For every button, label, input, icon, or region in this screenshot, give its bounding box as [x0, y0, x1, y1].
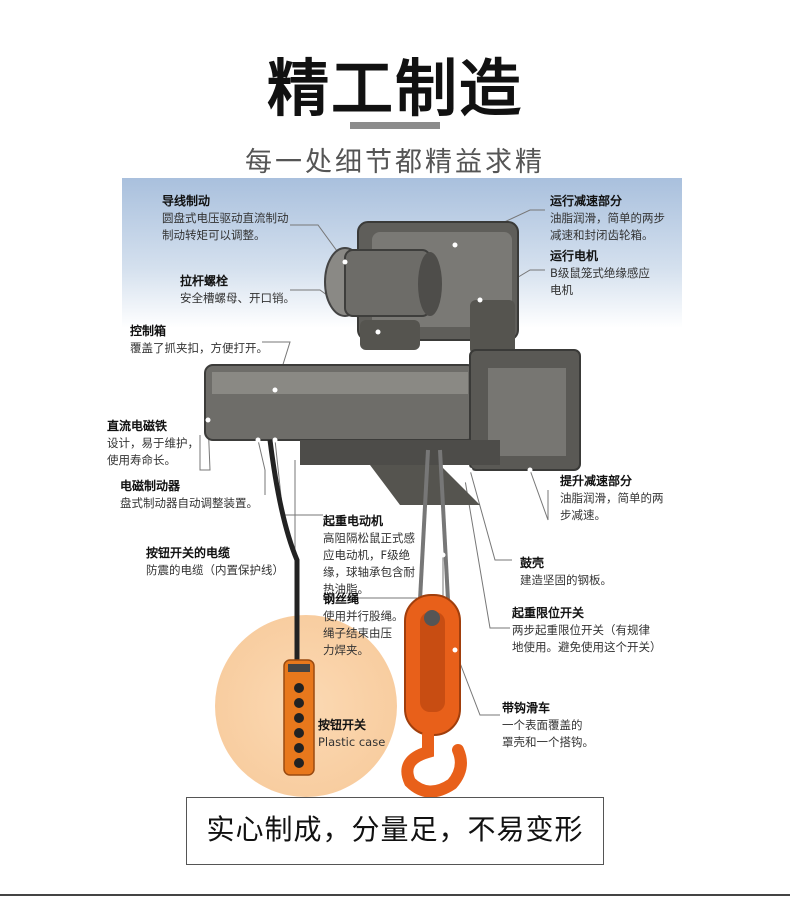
label-tie-bolt: 拉杆螺栓 安全槽螺母、开口销。 — [180, 274, 295, 305]
footer-slogan: 实心制成，分量足，不易变形 — [186, 797, 604, 865]
title-underline — [350, 122, 440, 129]
label-control-box: 控制箱 覆盖了抓夹扣，方便打开。 — [130, 324, 268, 355]
label-drum-casing: 鼓壳 建造坚固的钢板。 — [520, 556, 612, 587]
label-limit-switch: 起重限位开关 两步起重限位开关（有规律 地使用。避免使用这个开关） — [512, 606, 662, 654]
page-subtitle: 每一处细节都精益求精 — [245, 147, 545, 178]
bottom-divider — [0, 894, 790, 896]
label-travel-motor: 运行电机 B级鼠笼式绝缘感应 电机 — [550, 249, 650, 297]
label-push-button: 按钮开关 Plastic case — [318, 718, 386, 749]
page-title: 精工制造 — [266, 52, 523, 125]
label-hoist-motor: 起重电动机 高阻隔松鼠正式感 应电动机，F级绝 缘，球轴承包含耐 热油脂。 — [323, 514, 415, 596]
label-pendant-cable: 按钮开关的电缆 防震的电缆（内置保护线） — [146, 546, 284, 577]
label-wire-brake: 导线制动 圆盘式电压驱动直流制动 制动转矩可以调整。 — [162, 194, 289, 242]
label-wire-rope: 钢丝绳 使用并行股绳。 绳子结束由压 力焊夹。 — [323, 592, 404, 657]
label-hoist-reducer: 提升减速部分 油脂润滑，简单的两 步减速。 — [560, 474, 664, 522]
label-dc-magnet: 直流电磁铁 设计，易于维护， 使用寿命长。 — [107, 419, 199, 467]
label-magnetic-brake: 电磁制动器 盘式制动器自动调整装置。 — [120, 479, 258, 510]
label-travel-reducer: 运行减速部分 油脂润滑，简单的两步 减速和封闭齿轮箱。 — [550, 194, 665, 242]
label-hook-block: 带钩滑车 一个表面覆盖的 罩壳和一个搭钩。 — [502, 701, 594, 749]
